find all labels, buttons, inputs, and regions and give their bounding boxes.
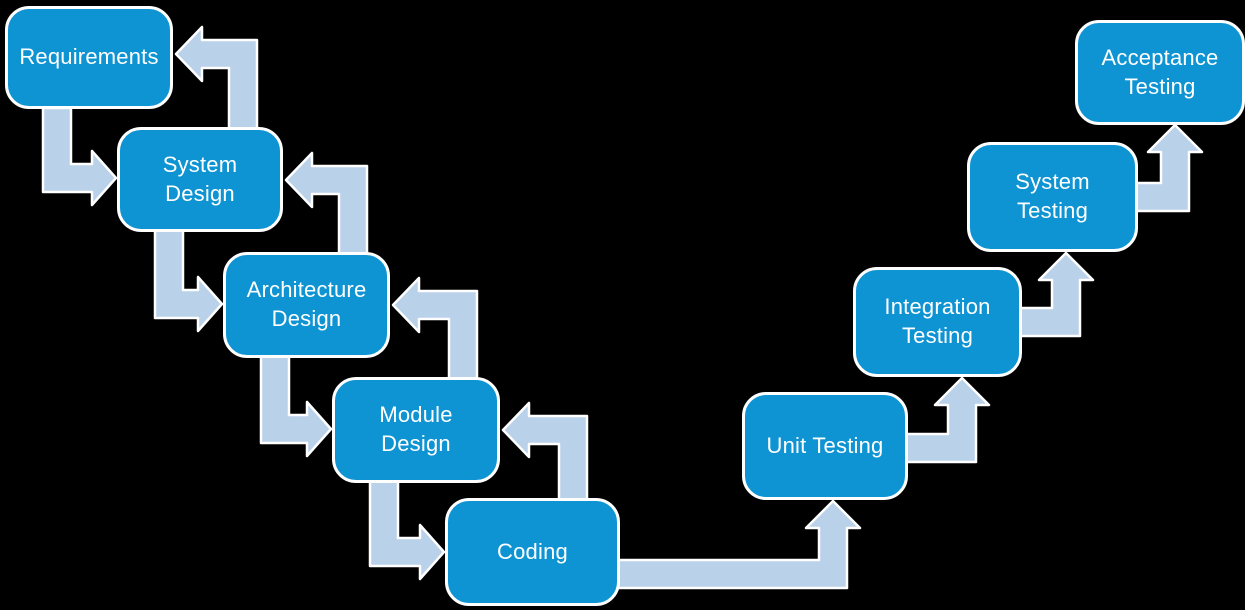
- arrow-system-design-to-requirements: [174, 25, 259, 131]
- node-module-design: Module Design: [332, 377, 500, 483]
- arrow-coding-to-module-design: [501, 401, 589, 502]
- node-architecture-design-label: Architecture Design: [246, 277, 367, 331]
- node-system-testing-label: System Testing: [1015, 169, 1090, 223]
- arrow-module-design-to-architecture-design: [391, 276, 479, 381]
- node-system-testing: System Testing: [967, 142, 1138, 252]
- node-coding: Coding: [445, 498, 620, 606]
- node-system-design-label: System Design: [162, 151, 238, 206]
- arrow-system-design-to-architecture-design: [153, 228, 224, 333]
- arrow-module-design-to-coding: [368, 479, 446, 581]
- node-integration-testing-label: Integration Testing: [884, 294, 991, 348]
- node-module-design-label: Module Design: [379, 402, 453, 456]
- node-unit-testing: Unit Testing: [742, 392, 908, 500]
- node-unit-testing-label: Unit Testing: [766, 432, 884, 458]
- node-coding-label: Coding: [497, 538, 568, 564]
- arrow-architecture-design-to-module-design: [259, 354, 333, 458]
- node-integration-testing: Integration Testing: [853, 267, 1022, 377]
- node-requirements: Requirements: [5, 6, 173, 109]
- node-acceptance-testing-label: Acceptance Testing: [1101, 44, 1219, 99]
- node-architecture-design: Architecture Design: [223, 252, 390, 358]
- node-system-design: System Design: [117, 127, 283, 232]
- arrow-integration-testing-to-system-testing: [1017, 251, 1095, 338]
- arrow-system-testing-to-acceptance-testing: [1133, 123, 1204, 213]
- node-requirements-label: Requirements: [19, 44, 159, 70]
- arrow-coding-to-unit-testing: [616, 499, 862, 590]
- arrow-requirements-to-system-design: [41, 106, 118, 207]
- arrow-architecture-design-to-system-design: [284, 151, 369, 256]
- arrow-unit-testing-to-integration-testing: [904, 376, 991, 464]
- node-acceptance-testing: Acceptance Testing: [1075, 20, 1245, 125]
